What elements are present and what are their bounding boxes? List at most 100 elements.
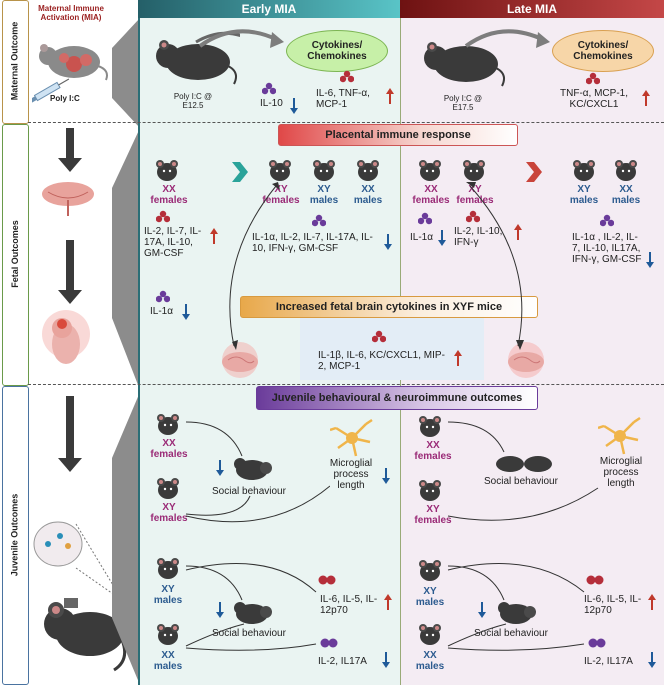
mia-label: Maternal Immune Activation (MIA) bbox=[38, 4, 104, 22]
early-juv-xym-mouse bbox=[157, 558, 179, 579]
early-fetal-up-text: IL-2, IL-7, IL-17A, IL-10, GM-CSF bbox=[144, 226, 202, 259]
fetal-brain-banner: Increased fetal brain cytokines in XYF m… bbox=[240, 296, 538, 318]
early-males-down-dots bbox=[320, 638, 338, 648]
late-juv-male-arrows bbox=[447, 563, 585, 651]
early-maternal-arrow bbox=[198, 29, 284, 48]
early-juv-xyf-mouse bbox=[157, 478, 179, 499]
polyic-label: Poly I:C bbox=[50, 94, 80, 103]
early-male-social-label: Social behaviour bbox=[212, 628, 286, 639]
late-males-up-arrow bbox=[647, 593, 657, 611]
early-fetal-down-arrow bbox=[181, 303, 191, 321]
juvenile-banner: Juvenile behavioural & neuroimmune outco… bbox=[256, 386, 538, 410]
late-xxf-mouse bbox=[419, 160, 441, 181]
early-juv-xxf-label: XX females bbox=[150, 438, 188, 460]
late-juv-xxm-mouse bbox=[419, 624, 441, 645]
early-fetal-down-text: IL-1α bbox=[150, 306, 174, 317]
early-injection-label: Poly I:C @ E12.5 bbox=[173, 92, 213, 110]
late-fetal-brain-icon bbox=[507, 342, 545, 378]
early-fetal-up-dots bbox=[156, 210, 170, 223]
late-xyf-up-text: IL-2, IL-10, IFN-γ bbox=[454, 226, 503, 248]
late-juv-xym-label: XY males bbox=[415, 586, 445, 608]
late-juv-xxm-label: XX males bbox=[415, 650, 445, 672]
late-xyf-label: XY females bbox=[456, 184, 494, 206]
early-fetal-down-dots bbox=[156, 290, 170, 303]
early-maternal-up-arrow bbox=[385, 87, 395, 105]
late-xxf-label: XX females bbox=[412, 184, 450, 206]
early-xym-mouse bbox=[313, 160, 335, 181]
early-juv-female-arrows bbox=[185, 421, 330, 523]
placental-banner: Placental immune response bbox=[278, 124, 518, 146]
early-juv-xyf-label: XY females bbox=[150, 502, 188, 524]
early-maternal-up-text: IL-6, TNF-α, MCP-1 bbox=[316, 88, 370, 110]
maternal-row-box bbox=[2, 0, 29, 124]
fetal-link-arrows bbox=[229, 182, 524, 350]
late-xxf-down-text: IL-1α bbox=[410, 232, 434, 243]
early-fetal-right-text: IL-1α, IL-2, IL-7, IL-17A, IL-10, IFN-γ,… bbox=[252, 232, 373, 254]
early-xyf-mouse bbox=[269, 160, 291, 181]
early-males-down-arrow bbox=[381, 651, 391, 669]
late-mia-header: Late MIA bbox=[400, 0, 664, 18]
late-males-down-text: IL-1α , IL-2, IL-7, IL-10, IL17A, IFN-γ,… bbox=[572, 232, 642, 265]
early-males-up-dots bbox=[318, 575, 336, 585]
late-xxm-label: XX males bbox=[611, 184, 641, 206]
late-maternal-up-text: TNF-α, MCP-1, KC/CXCL1 bbox=[560, 88, 628, 110]
flow-arrows bbox=[58, 128, 82, 472]
early-cytokine-oval: Cytokines/ Chemokines bbox=[286, 30, 388, 72]
early-chevron bbox=[232, 162, 248, 182]
early-male-social-mice-icon bbox=[234, 602, 272, 624]
late-maternal-up-arrow bbox=[641, 89, 651, 107]
separator-fetal-juvenile bbox=[28, 384, 664, 385]
early-juv-xxm-mouse bbox=[157, 624, 179, 645]
late-microglia-icon bbox=[598, 416, 642, 456]
early-maternal-down-dots bbox=[262, 82, 276, 95]
late-juv-xym-mouse bbox=[419, 560, 441, 581]
late-xym-label: XY males bbox=[569, 184, 599, 206]
late-pregnant-mouse-icon bbox=[424, 42, 505, 87]
early-maternal-down-text: IL-10 bbox=[260, 98, 283, 109]
fetal-brain-text: IL-1β, IL-6, KC/CXCL1, MIP-2, MCP-1 bbox=[318, 350, 445, 372]
juvenile-row-label: Juvenile Outcomes bbox=[9, 493, 20, 576]
early-juv-xxm-label: XX males bbox=[153, 650, 183, 672]
connector-shapes bbox=[112, 18, 140, 685]
fetal-brain-box bbox=[300, 318, 484, 380]
maternal-row-label: Maternal Outcome bbox=[9, 21, 20, 101]
early-microglia-label: Microglial process length bbox=[329, 458, 373, 491]
late-maternal-up-dots bbox=[586, 72, 600, 85]
early-xyf-label: XY females bbox=[262, 184, 300, 206]
late-social-mice-icon bbox=[496, 456, 552, 472]
early-xxf-mouse bbox=[156, 160, 178, 181]
early-pregnant-mouse-icon bbox=[156, 31, 240, 85]
late-injection-label: Poly I:C @ E17.5 bbox=[443, 94, 483, 112]
brain-slice-icon bbox=[33, 521, 83, 567]
late-maternal-arrow bbox=[464, 29, 550, 48]
late-males-down-arrow bbox=[647, 651, 657, 669]
late-chevron bbox=[526, 162, 542, 182]
early-mia-header: Early MIA bbox=[138, 0, 400, 18]
late-males-up-text: IL-6, IL-5, IL-12p70 bbox=[584, 594, 642, 616]
pregnant-mouse-icon bbox=[32, 44, 108, 103]
late-juv-xyf-mouse bbox=[419, 480, 441, 501]
early-juv-male-arrows bbox=[185, 563, 317, 651]
early-xym-label: XY males bbox=[309, 184, 339, 206]
late-male-social-mice-icon bbox=[498, 602, 536, 624]
early-social-mice-icon bbox=[234, 458, 272, 480]
early-males-down-text: IL-2, IL17A bbox=[318, 656, 367, 667]
late-males-down-dots bbox=[588, 638, 606, 648]
late-microglia-label: Microglial process length bbox=[599, 456, 643, 489]
early-microglia-icon bbox=[330, 418, 374, 458]
late-males-dots bbox=[600, 214, 614, 227]
early-xxm-label: XX males bbox=[353, 184, 383, 206]
fetus-icon bbox=[42, 310, 90, 364]
late-cytokine-oval: Cytokines/ Chemokines bbox=[552, 30, 654, 72]
late-juv-female-arrows bbox=[447, 421, 599, 521]
fetal-row-box bbox=[2, 124, 29, 386]
late-male-social-label: Social behaviour bbox=[474, 628, 548, 639]
early-fetal-brain-icon bbox=[221, 342, 259, 378]
late-males-up-dots bbox=[586, 575, 604, 585]
early-maternal-up-dots bbox=[340, 70, 354, 83]
early-xxf-label: XX females bbox=[150, 184, 188, 206]
early-microglia-down-arrow bbox=[381, 467, 391, 485]
separator-maternal-fetal bbox=[28, 122, 664, 123]
early-males-up-arrow bbox=[383, 593, 393, 611]
juvenile-mouse-icon bbox=[44, 598, 127, 672]
